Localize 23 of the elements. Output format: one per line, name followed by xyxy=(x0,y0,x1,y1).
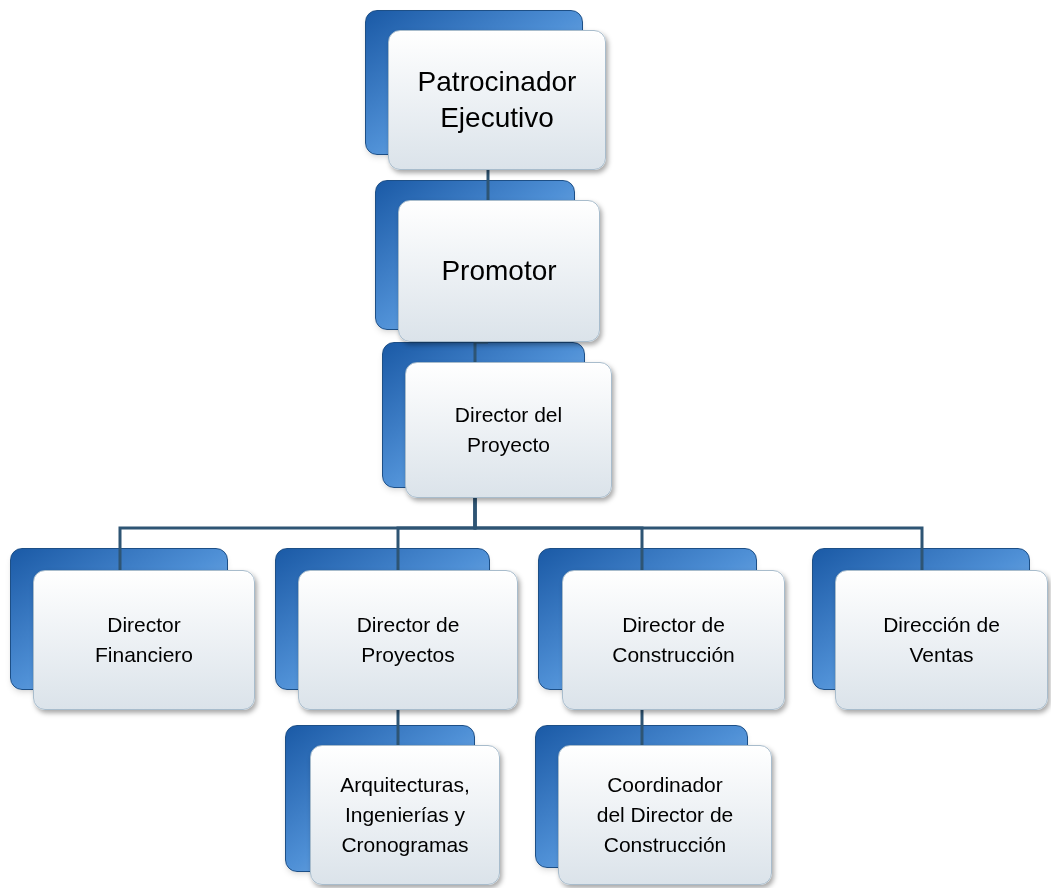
org-box xyxy=(835,570,1048,710)
connector-line xyxy=(473,498,924,570)
connector-line xyxy=(486,170,490,200)
org-box xyxy=(33,570,255,710)
box-label: Director Financiero xyxy=(93,612,195,668)
connector-line xyxy=(396,710,400,745)
org-box xyxy=(398,200,600,342)
box-label: Director de Proyectos xyxy=(355,612,461,668)
connector-line xyxy=(473,340,490,362)
box-label: Director del Proyecto xyxy=(453,402,564,458)
org-box xyxy=(562,570,785,710)
box-label: Arquitecturas, Ingenierías y Cronogramas xyxy=(340,772,470,858)
box-label: Dirección de Ventas xyxy=(882,612,1001,668)
org-box xyxy=(405,362,612,498)
box-label: Coordinador del Director de Construcción xyxy=(595,772,735,858)
org-box xyxy=(558,745,772,885)
connector-line xyxy=(640,710,644,745)
org-box xyxy=(388,30,606,170)
box-label: Promotor xyxy=(441,254,557,288)
box-label: Patrocinador Ejecutivo xyxy=(416,65,578,135)
box-label: Director de Construcción xyxy=(611,612,736,668)
org-box xyxy=(310,745,500,885)
org-box xyxy=(298,570,518,710)
